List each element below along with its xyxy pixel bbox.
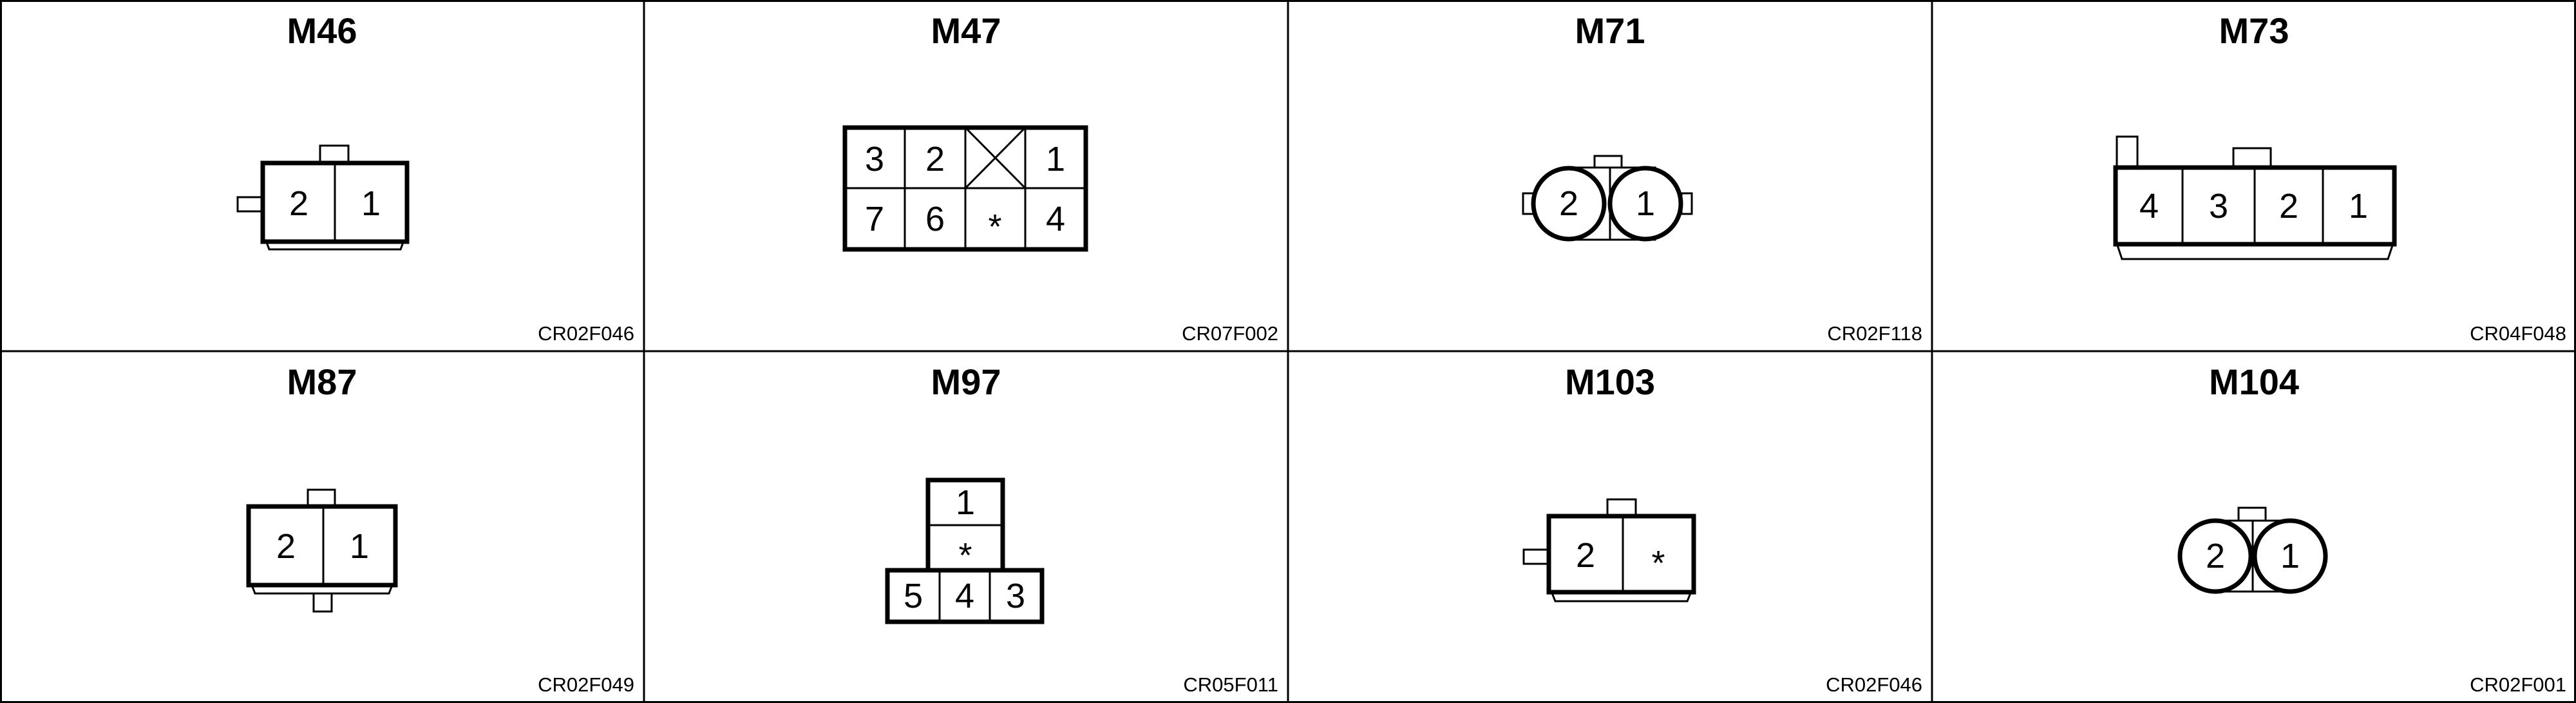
pin-label: 4 [2139, 187, 2159, 226]
connector-title: M87 [287, 361, 357, 402]
connector-title: M104 [2209, 361, 2299, 402]
pin-label: 1 [1046, 140, 1065, 178]
connector-side-tab [236, 196, 265, 213]
pin-label: 2 [1576, 536, 1595, 575]
connector-cell-m87: M87 2 1 CR02F049 [246, 361, 634, 696]
connector-cell-m103: M103 2 * CR02F046 [1522, 361, 1922, 696]
connector-latch [2237, 506, 2267, 522]
connector-pin-barrel [2252, 518, 2328, 594]
figure-code: CR07F002 [1182, 322, 1278, 345]
figure-code: CR02F118 [1827, 322, 1922, 345]
connector-latch [307, 488, 336, 508]
pin-label: 3 [1006, 577, 1025, 615]
connector-pin-barrel [2177, 518, 2253, 594]
figure-code: CR02F046 [538, 322, 634, 345]
connector-title: M97 [931, 361, 1001, 402]
pin-label: 2 [2279, 187, 2298, 226]
connector-cell-m104: M104 2 1 CR02F001 [2177, 361, 2566, 696]
connector-side-tab [1522, 548, 1551, 565]
figure-code: CR04F048 [2470, 322, 2566, 345]
connector-bottom-tab [312, 592, 333, 613]
pin-label: 2 [925, 140, 945, 178]
pin-label: 1 [956, 483, 975, 522]
connector-title: M71 [1575, 10, 1645, 51]
pin-label: 4 [955, 577, 974, 615]
pin-label: 2 [1559, 184, 1578, 223]
pin-label: 2 [289, 184, 308, 223]
connector-cell-m73: M73 4 3 2 1 CR04F048 [2113, 10, 2566, 345]
connector-latch [1606, 498, 1637, 517]
pin-label: 6 [925, 200, 945, 238]
pin-label: 3 [865, 140, 884, 178]
pin-label: 3 [2209, 187, 2228, 226]
connector-pin-barrel [1607, 166, 1683, 242]
pin-label: 1 [2280, 537, 2300, 575]
connector-cell-m97: M97 1 * 5 4 3 CR05F011 [885, 361, 1278, 696]
connector-cell-m71: M71 2 1 CR02F118 [1522, 10, 1922, 345]
pin-label: 2 [2206, 537, 2225, 575]
connector-cell-m46: M46 2 1 CR02F046 [236, 10, 634, 345]
pin-label: 1 [1636, 184, 1655, 223]
connector-pin-barrel [1531, 166, 1607, 242]
pin-label: 1 [350, 527, 369, 566]
connector-housing [246, 504, 398, 588]
figure-code: CR02F046 [1826, 673, 1922, 696]
pin-label: * [988, 207, 1001, 246]
connector-corner-tab [2116, 135, 2139, 169]
pin-label: 1 [361, 184, 381, 223]
pin-label: * [1651, 544, 1665, 583]
pin-label: 1 [2349, 187, 2368, 226]
figure-code: CR02F049 [538, 673, 634, 696]
connector-title: M103 [1565, 361, 1655, 402]
figure-code: CR02F001 [2470, 673, 2566, 696]
pin-label: * [958, 536, 972, 575]
connector-housing [1546, 514, 1696, 595]
pin-label: 2 [276, 527, 296, 566]
connector-latch [1593, 155, 1623, 169]
connector-title: M73 [2219, 10, 2289, 51]
connector-cell-m47: M47 3 2 1 7 6 * 4 CR07F002 [842, 10, 1278, 345]
connector-latch [2232, 147, 2272, 169]
connector-housing-lower [885, 568, 1045, 624]
pin-label: 4 [1046, 200, 1065, 238]
connector-title: M47 [931, 10, 1001, 51]
pin-label: 7 [865, 200, 884, 238]
figure-code: CR05F011 [1183, 673, 1278, 696]
connector-latch [319, 144, 350, 164]
connector-title: M46 [287, 10, 357, 51]
pin-label: 5 [904, 577, 923, 615]
